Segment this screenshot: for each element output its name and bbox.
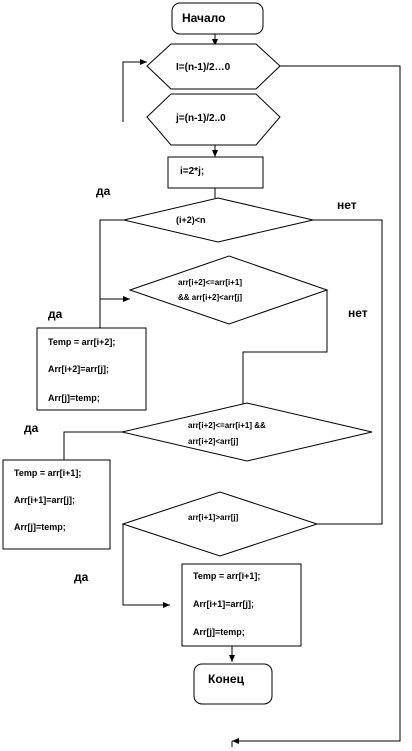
box-a-line-3: Arr[j]=temp;	[48, 393, 100, 403]
cond3-yes-label: да	[24, 421, 39, 435]
box-b-line-3: Arr[j]=temp;	[14, 522, 66, 532]
cond1-no-line	[313, 219, 383, 525]
condition-4-diamond	[121, 491, 319, 557]
loop-i-hexagon	[146, 43, 281, 90]
condition-2-line-2: && arr[i+2]<arr[j]	[178, 293, 242, 302]
condition-2-line-1: arr[i+2]<=arr[i+1]	[178, 278, 242, 287]
condition-3-line-1: arr[i+2]<=arr[i+1] &&	[188, 421, 266, 430]
cond3-yes-line	[63, 431, 122, 460]
cond4-yes-arrow	[122, 524, 170, 608]
box-c-line-1: Temp = arr[i+1];	[193, 571, 260, 581]
box-c-line-3: Arr[j]=temp;	[193, 627, 245, 637]
box-b-line-2: Arr[i+1]=arr[j];	[14, 495, 75, 505]
loop-j-hexagon	[146, 93, 281, 146]
condition-1-label: (i+2)<n	[176, 215, 206, 225]
condition-4-label: arr[i+1]>arr[j]	[188, 513, 239, 522]
box-b-line-1: Temp = arr[i+1];	[14, 468, 81, 478]
cond1-no-label: нет	[337, 198, 357, 212]
loop-j-label: j=(n-1)/2..0	[175, 113, 226, 124]
end-terminator	[193, 663, 273, 705]
start-label: Начало	[182, 11, 225, 25]
connectors	[63, 34, 401, 747]
assign-i-box	[167, 156, 264, 189]
box-a-line-1: Temp = arr[i+2];	[48, 337, 115, 347]
end-label: Конец	[208, 672, 245, 686]
loop-back-arrow	[122, 59, 147, 122]
condition-3-diamond	[121, 402, 373, 462]
condition-1-diamond	[123, 197, 314, 243]
cond2-no-line	[242, 290, 328, 411]
cond2-yes-label: да	[48, 307, 63, 321]
condition-3-line-2: arr[i+2]<arr[j]	[188, 437, 239, 446]
cond1-yes-line	[99, 219, 124, 328]
start-terminator	[171, 2, 264, 35]
swap-box-b	[2, 459, 111, 550]
swap-box-c	[181, 563, 302, 647]
swap-box-a	[36, 327, 147, 411]
loop-exit-arrow	[232, 65, 401, 744]
cond4-yes-label: да	[74, 570, 89, 584]
cond2-no-label: нет	[348, 306, 368, 320]
box-a-line-2: Arr[i+2]=arr[j];	[48, 364, 109, 374]
cond1-yes-label: да	[96, 184, 111, 198]
assign-i-label: i=2*j;	[180, 166, 204, 177]
box-c-line-2: Arr[i+1]=arr[j];	[193, 599, 254, 609]
condition-2-diamond	[128, 255, 329, 325]
loop-i-label: I=(n-1)/2…0	[176, 62, 231, 73]
